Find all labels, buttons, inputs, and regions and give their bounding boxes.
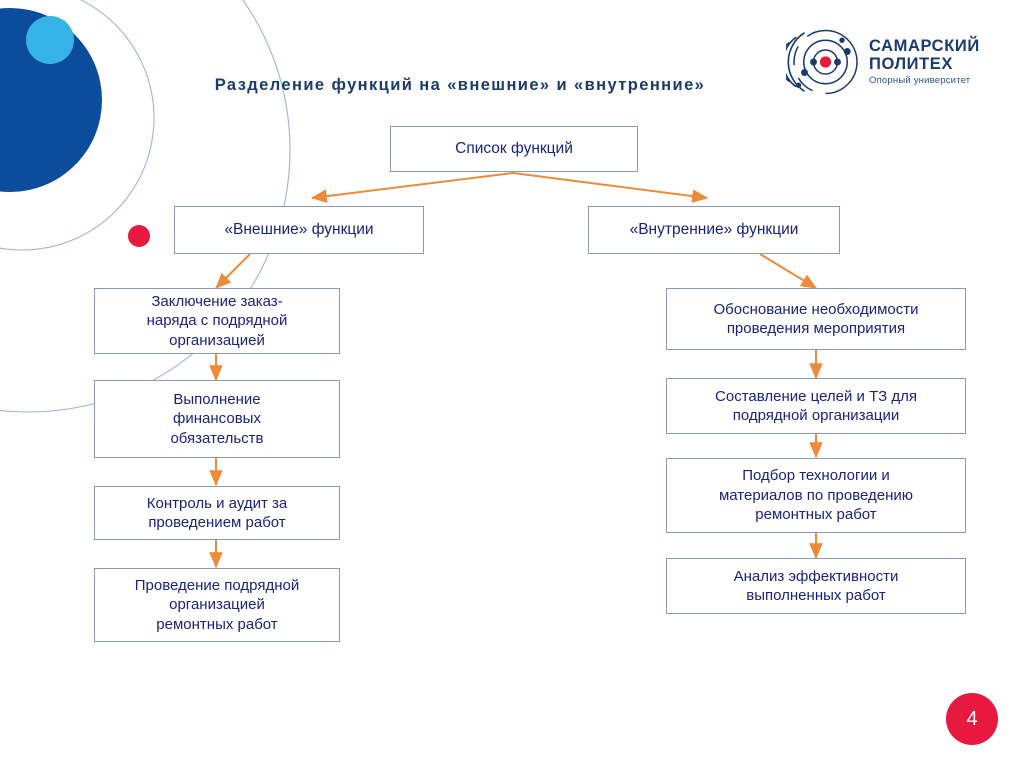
- node-internal-item-3-label: Подбор технологии и материалов по провед…: [718, 467, 914, 524]
- connector-external-to-item-1: [215, 253, 251, 289]
- logo-subtitle: Опорный университет: [869, 75, 971, 87]
- node-branch-external[interactable]: «Внешние» функции: [174, 206, 424, 254]
- node-internal-item-3[interactable]: Подбор технологии и материалов по провед…: [666, 458, 966, 533]
- university-logo: САМАРСКИЙ ПОЛИТЕХ Опорный университет: [786, 26, 991, 98]
- node-internal-item-4[interactable]: Анализ эффективности выполненных работ: [666, 558, 966, 614]
- deco-light-blue-dot: [26, 16, 74, 64]
- node-branch-internal-label: «Внутренние» функции: [629, 220, 799, 238]
- node-external-item-3-label: Контроль и аудит за проведением работ: [146, 494, 288, 532]
- node-branch-internal[interactable]: «Внутренние» функции: [588, 206, 840, 254]
- deco-navy-circle: [0, 8, 102, 192]
- node-internal-item-1[interactable]: Обоснование необходимости проведения мер…: [666, 288, 966, 350]
- page-number-badge: 4: [946, 693, 998, 745]
- node-branch-external-label: «Внешние» функции: [224, 220, 374, 238]
- logo-line-2: ПОЛИТЕХ: [869, 54, 954, 73]
- node-external-item-1[interactable]: Заключение заказ- наряда с подрядной орг…: [94, 288, 340, 354]
- slide-title: Разделение функций на «внешние» и «внутр…: [214, 76, 706, 94]
- node-external-item-2[interactable]: Выполнение финансовых обязательств: [94, 380, 340, 458]
- connector-internal-to-item-1: [759, 253, 818, 289]
- node-external-item-1-label: Заключение заказ- наряда с подрядной орг…: [146, 292, 288, 349]
- connector-root-to-internal: [512, 172, 709, 203]
- node-internal-item-1-label: Обоснование необходимости проведения мер…: [713, 300, 919, 338]
- node-internal-item-2[interactable]: Составление целей и ТЗ для подрядной орг…: [666, 378, 966, 434]
- node-root-label: Список функций: [455, 139, 573, 157]
- deco-red-dot: [128, 225, 150, 247]
- radial-circles-emblem-icon: [786, 29, 858, 95]
- node-external-item-2-label: Выполнение финансовых обязательств: [170, 390, 264, 447]
- node-external-item-4-label: Проведение подрядной организацией ремонт…: [134, 576, 300, 633]
- logo-line-1: САМАРСКИЙ: [869, 37, 980, 56]
- node-internal-item-2-label: Составление целей и ТЗ для подрядной орг…: [715, 387, 917, 425]
- node-root[interactable]: Список функций: [390, 126, 638, 172]
- node-internal-item-4-label: Анализ эффективности выполненных работ: [733, 567, 899, 605]
- page-number-value: 4: [966, 707, 978, 730]
- node-external-item-3[interactable]: Контроль и аудит за проведением работ: [94, 486, 340, 540]
- node-external-item-4[interactable]: Проведение подрядной организацией ремонт…: [94, 568, 340, 642]
- deco-arc-inner: [0, 0, 155, 251]
- connector-root-to-external: [310, 172, 514, 203]
